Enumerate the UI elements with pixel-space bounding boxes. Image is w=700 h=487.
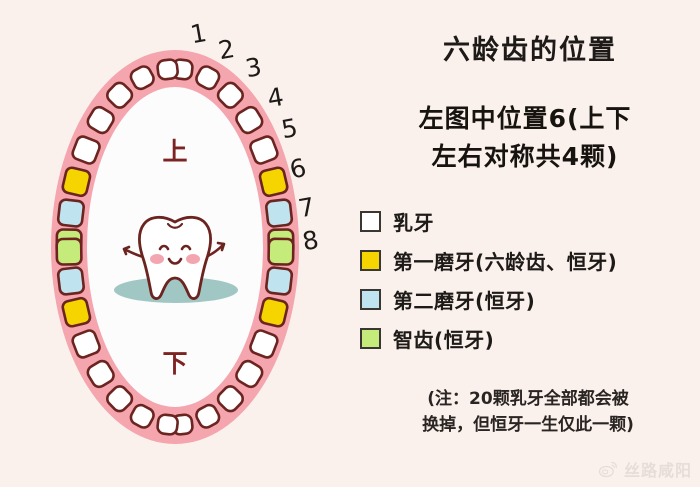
watermark: 丝路咸阳 [598,457,692,481]
tooth-lower-left-2 [129,403,155,429]
legend-label-second-molar: 第二磨牙(恒牙) [393,289,536,313]
page-title: 六龄齿的位置 [443,35,617,66]
highlight-line-2: 左右对称共4颗) [360,138,690,176]
legend: 乳牙 第一磨牙(六龄齿、恒牙) 第二磨牙(恒牙) 智齿(恒牙) [358,202,700,358]
info-panel: 六龄齿的位置 左图中位置6(上下 左右对称共4颗) 乳牙 第一磨牙(六龄齿、恒牙… [350,0,700,487]
highlight-callout: 左图中位置6(上下 左右对称共4颗) [360,100,690,176]
tooth-lower-right-5 [249,329,279,359]
tooth-lower-left-8 [55,237,83,266]
legend-label-primary-teeth: 乳牙 [393,211,434,235]
tooth-lower-right-2 [195,403,221,429]
mascot-right-blush [186,254,200,264]
tooth-upper-right-2 [195,65,221,91]
tooth-upper-right-4 [235,105,264,135]
lower-arch-label: 下 [162,349,187,378]
highlight-line-1: 左图中位置6(上下 [360,100,690,138]
tooth-upper-left-4 [86,105,115,135]
legend-swatch-primary-teeth [360,211,381,232]
mouth-diagram: 上 下 [51,18,321,444]
legend-swatch-first-molar [360,250,381,271]
legend-swatch-second-molar [360,289,381,310]
tooth-upper-right-3 [216,81,244,109]
tooth-number-1: 1 [188,18,209,49]
legend-label-wisdom-tooth: 智齿(恒牙) [393,328,495,352]
tooth-number-4: 4 [265,82,286,113]
tooth-number-8: 8 [300,225,321,256]
cartoon-tooth-mascot [122,215,226,300]
tooth-lower-left-3 [106,385,134,413]
tooth-upper-left-6 [61,166,92,198]
tooth-upper-left-2 [129,65,155,91]
tooth-upper-right-7 [265,198,294,228]
tooth-number-5: 5 [279,113,300,144]
tooth-lower-left-4 [86,359,115,389]
tooth-number-2: 2 [216,34,237,65]
mascot-mouth [167,257,183,265]
mascot-right-eye [180,244,192,251]
tooth-upper-left-7 [56,198,85,228]
mouth-diagram-svg: 上 下 [51,18,321,444]
mascot-shadow [114,277,238,303]
legend-item-first-molar: 第一磨牙(六龄齿、恒牙) [358,241,700,280]
tooth-lower-right-8 [267,237,295,266]
tooth-lower-right-4 [235,359,264,389]
tooth-lower-left-6 [61,296,92,328]
mascot-left-blush [150,254,164,264]
tooth-upper-left-3 [106,81,134,109]
weibo-icon [598,461,617,478]
tooth-number-6: 6 [287,153,309,185]
tooth-upper-right-5 [249,135,279,165]
tooth-lower-right-3 [216,385,244,413]
mascot-left-eye [158,244,170,251]
footnote: (注：20颗乳牙全部都会被 换掉，但恒牙一生仅此一颗) [358,386,698,438]
legend-label-first-molar: 第一磨牙(六龄齿、恒牙) [393,250,618,274]
legend-swatch-wisdom-tooth [360,328,381,349]
tooth-lower-right-6 [258,296,289,328]
upper-arch-label: 上 [162,137,187,166]
tooth-number-7: 7 [296,192,317,223]
tooth-upper-right-6 [258,166,289,198]
legend-item-second-molar: 第二磨牙(恒牙) [358,280,700,319]
tooth-upper-left-5 [71,135,101,165]
legend-item-wisdom-tooth: 智齿(恒牙) [358,319,700,358]
tooth-lower-left-5 [71,329,101,359]
footnote-line-1: (注：20颗乳牙全部都会被 [427,389,629,409]
tooth-upper-left-1 [156,58,179,81]
legend-item-primary-teeth: 乳牙 [358,202,700,241]
watermark-text: 丝路咸阳 [623,461,692,480]
footnote-line-2: 换掉，但恒牙一生仅此一颗) [422,415,634,435]
tooth-lower-right-7 [265,266,294,296]
tooth-lower-left-7 [56,266,85,296]
tooth-lower-left-1 [156,413,179,436]
tooth-number-3: 3 [243,52,264,83]
teeth-group [55,58,295,436]
